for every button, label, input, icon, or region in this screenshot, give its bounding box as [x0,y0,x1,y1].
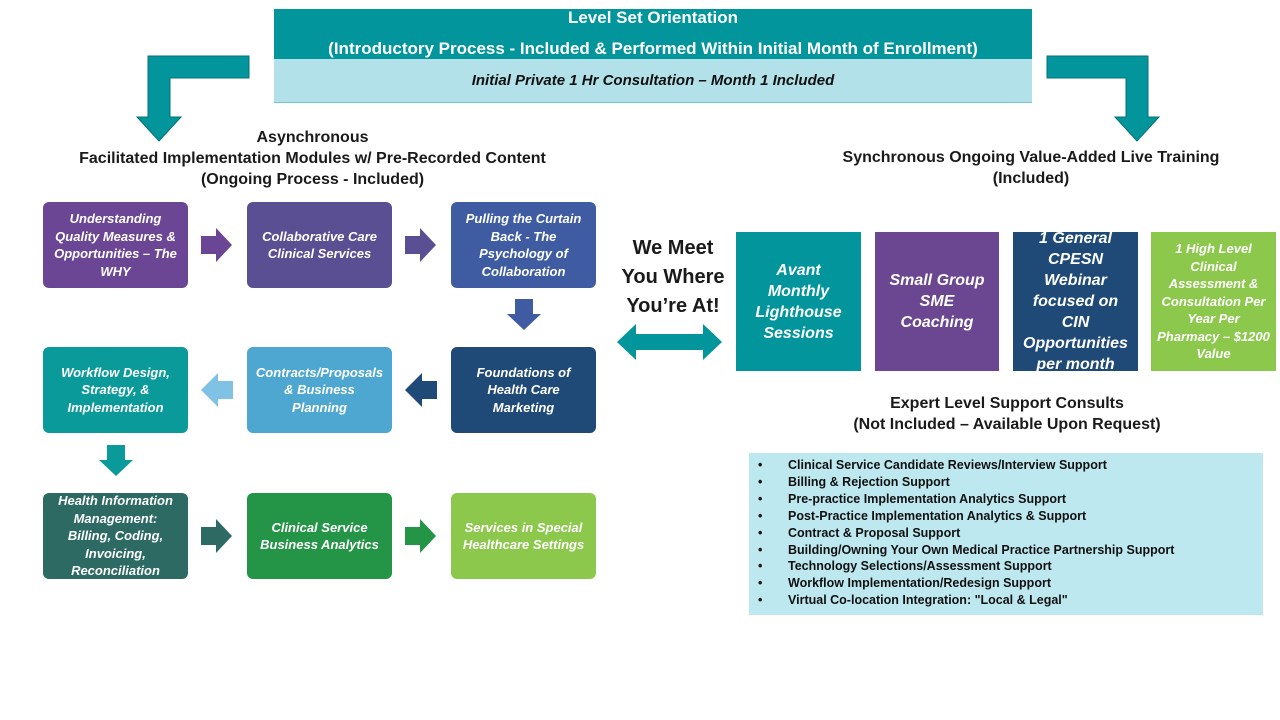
sync-heading: Synchronous Ongoing Value-Added Live Tra… [830,147,1232,189]
list-item: Post-Practice Implementation Analytics &… [749,508,1263,525]
arrow-right-icon [405,519,436,553]
sync-lighthouse-sessions: Avant Monthly Lighthouse Sessions [736,232,861,371]
module-collaborative-care: Collaborative Care Clinical Services [247,202,392,288]
module-special-healthcare-settings: Services in Special Healthcare Settings [451,493,596,579]
module-business-analytics: Clinical Service Business Analytics [247,493,392,579]
arrow-left-icon [405,373,437,407]
level-set-subtitle: (Introductory Process - Included & Perfo… [328,39,978,58]
we-meet-line3: You’re At! [626,295,720,317]
list-item: Clinical Service Candidate Reviews/Inter… [749,457,1263,474]
arrow-right-icon [201,519,232,553]
expert-heading-line1: Expert Level Support Consults [890,395,1124,412]
list-item: Pre-practice Implementation Analytics Su… [749,491,1263,508]
module-psychology-of-collaboration: Pulling the Curtain Back - The Psycholog… [451,202,596,288]
we-meet-line2: You Where [621,266,725,288]
expert-consults-list: Clinical Service Candidate Reviews/Inter… [749,457,1263,609]
module-contracts-proposals: Contracts/Proposals & Business Planning [247,347,392,433]
initial-consultation-bar: Initial Private 1 Hr Consultation – Mont… [274,59,1032,103]
expert-consults-box: Clinical Service Candidate Reviews/Inter… [749,453,1263,615]
list-item: Technology Selections/Assessment Support [749,558,1263,575]
list-item: Virtual Co-location Integration: "Local … [749,592,1263,609]
double-arrow-icon [617,324,722,360]
sync-clinical-assessment: 1 High Level Clinical Assessment & Consu… [1151,232,1276,371]
module-quality-measures: Understanding Quality Measures & Opportu… [43,202,188,288]
level-set-header: Level Set Orientation (Introductory Proc… [274,9,1032,59]
arrow-right-icon [405,228,436,262]
sync-heading-line2: (Included) [992,170,1070,187]
elbow-arrow-right-icon [1046,55,1161,142]
expert-heading-line2: (Not Included – Available Upon Request) [853,416,1161,433]
sync-sme-coaching: Small Group SME Coaching [875,232,999,371]
list-item: Billing & Rejection Support [749,474,1263,491]
we-meet-you-text: We Meet You Where You’re At! [606,234,740,321]
list-item: Building/Owning Your Own Medical Practic… [749,542,1263,559]
arrow-right-icon [201,228,232,262]
level-set-title: Level Set Orientation [567,8,739,27]
list-item: Contract & Proposal Support [749,525,1263,542]
async-heading-line2: Facilitated Implementation Modules w/ Pr… [79,150,546,167]
module-health-information-management: Health Information Management: Billing, … [43,493,188,579]
expert-heading: Expert Level Support Consults (Not Inclu… [810,393,1204,435]
we-meet-line1: We Meet [632,237,714,259]
async-heading: Asynchronous Facilitated Implementation … [40,127,585,190]
arrow-down-icon [99,445,133,476]
list-item: Workflow Implementation/Redesign Support [749,575,1263,592]
async-heading-line1: Asynchronous [256,129,369,146]
elbow-arrow-left-icon [136,55,250,142]
async-heading-line3: (Ongoing Process - Included) [200,171,425,188]
sync-cpesn-webinar: 1 General CPESN Webinar focused on CIN O… [1013,230,1138,373]
arrow-left-icon [201,373,233,407]
module-health-care-marketing: Foundations of Health Care Marketing [451,347,596,433]
module-workflow-design: Workflow Design, Strategy, & Implementat… [43,347,188,433]
sync-heading-line1: Synchronous Ongoing Value-Added Live Tra… [842,149,1220,166]
arrow-down-icon [507,299,541,330]
